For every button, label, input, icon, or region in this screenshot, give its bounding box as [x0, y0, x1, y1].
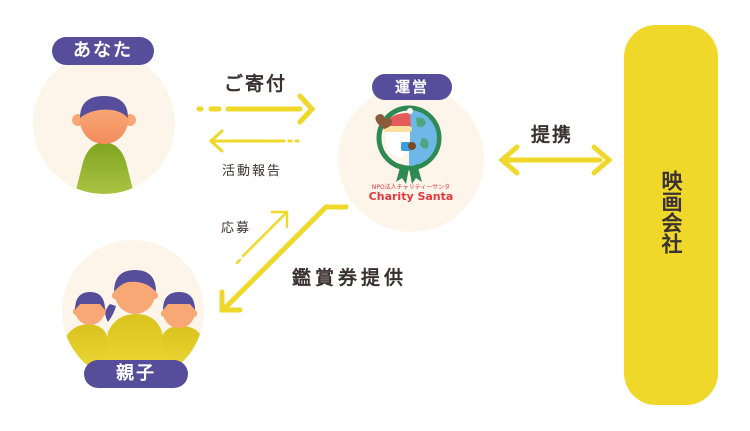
apply-arrow: [235, 210, 289, 265]
operator-label: 運営: [372, 74, 452, 100]
family-label: 親子: [84, 360, 188, 388]
you-label: あなた: [52, 37, 154, 65]
report-label: 活動報告: [222, 164, 283, 179]
partnership-label: 提携: [531, 124, 574, 146]
person-icon: [72, 96, 136, 194]
tickets-arrow: [219, 204, 349, 313]
charity-santa-logo: [375, 105, 442, 184]
tickets-label: 鑑賞券提供: [292, 267, 408, 289]
apply-label: 応募: [221, 221, 252, 236]
donation-arrow: [196, 93, 316, 125]
film-company-box: 映画会社: [624, 25, 718, 405]
logo-name: Charity Santa: [368, 190, 454, 203]
report-arrow: [208, 129, 300, 153]
logo-subtitle: NPO法人チャリティーサンタ: [371, 184, 451, 191]
film-company-label: 映画会社: [659, 170, 683, 254]
you-circle: [33, 52, 175, 194]
donation-label: ご寄付: [224, 73, 288, 95]
operator-circle: NPO法人チャリティーサンタ Charity Santa: [338, 86, 484, 232]
partnership-arrow: [498, 144, 613, 176]
